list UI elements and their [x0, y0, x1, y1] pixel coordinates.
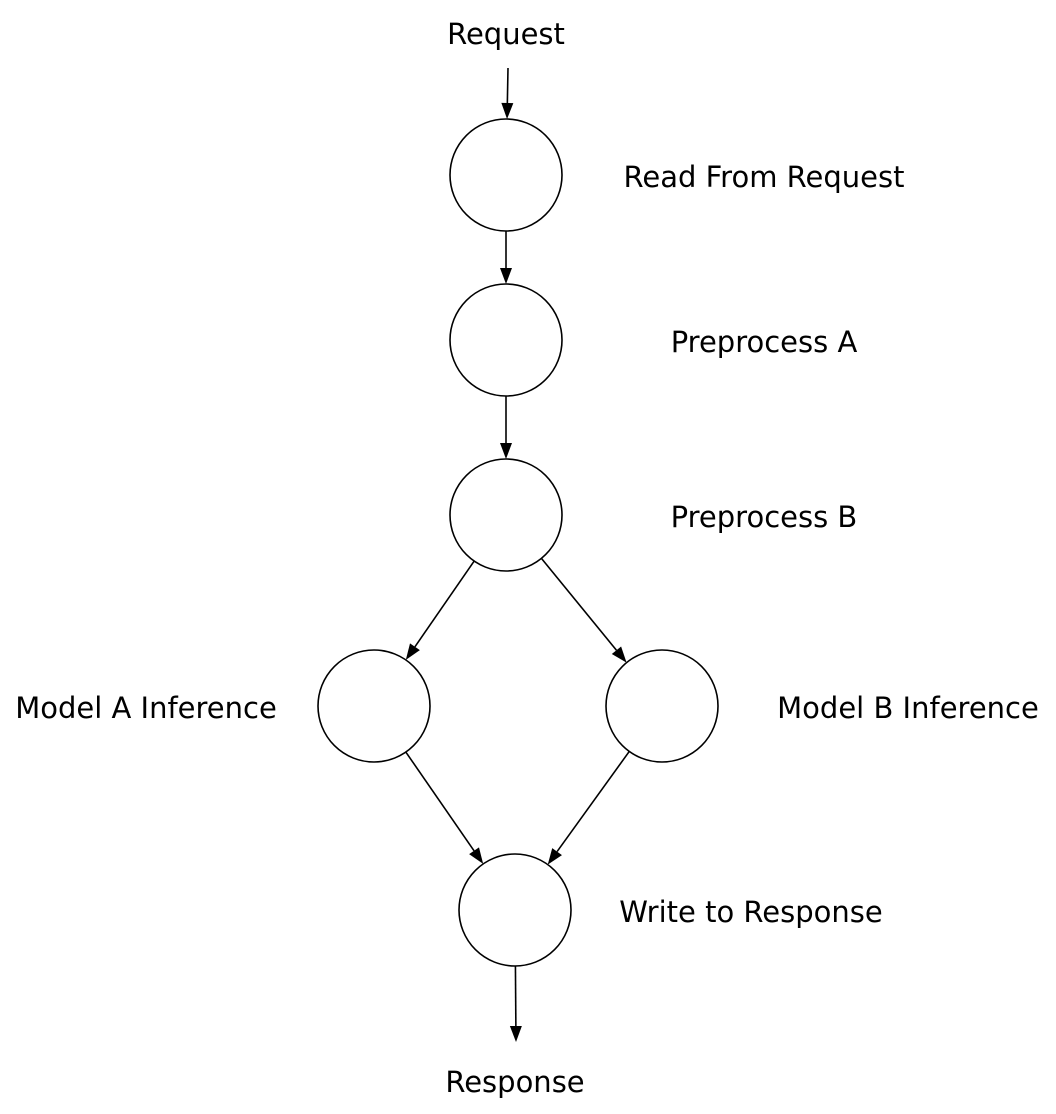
node-label-model-b-inference: Model B Inference [777, 691, 1039, 725]
arrowhead-icon [405, 643, 420, 660]
edge-modelA-to-write [405, 751, 484, 864]
edge-modelB-to-write [547, 750, 630, 865]
edge-write-to-output [509, 965, 522, 1042]
node-preprocess-b [449, 458, 563, 572]
node-label-preprocess-a: Preprocess A [671, 325, 858, 359]
edge-preB-to-modelB [540, 557, 627, 663]
edge-line [506, 67, 509, 104]
node-model-b-inference [605, 649, 719, 763]
node-read-from-request [449, 118, 563, 232]
edge-preB-to-modelA [405, 560, 475, 660]
arrowhead-icon [469, 847, 484, 864]
node-label-write-to-response: Write to Response [619, 895, 882, 929]
node-preprocess-a [449, 283, 563, 397]
arrowhead-icon [611, 646, 627, 663]
edge-preA-to-preB [500, 396, 512, 459]
nodes-group [317, 118, 719, 967]
node-label-read-from-request: Read From Request [624, 160, 905, 194]
edges-group [405, 67, 630, 1042]
node-label-model-a-inference: Model A Inference [15, 691, 277, 725]
edge-read-to-preA [500, 231, 512, 284]
output-label: Response [445, 1065, 584, 1099]
node-label-preprocess-b: Preprocess B [671, 500, 858, 534]
arrowhead-icon [500, 268, 512, 284]
arrowhead-icon [501, 102, 514, 120]
node-model-a-inference [317, 649, 431, 763]
input-label: Request [447, 17, 565, 51]
edge-line [556, 750, 630, 853]
labels-group: Request Read From Request Preprocess A P… [15, 17, 1039, 1099]
arrowhead-icon [509, 1025, 522, 1042]
node-write-to-response [458, 853, 572, 967]
edge-line [414, 560, 475, 648]
arrowhead-icon [500, 443, 512, 459]
edge-line [540, 557, 618, 651]
arrowhead-icon [547, 848, 562, 865]
edge-line [405, 751, 475, 852]
edge-input-to-read [501, 67, 514, 120]
